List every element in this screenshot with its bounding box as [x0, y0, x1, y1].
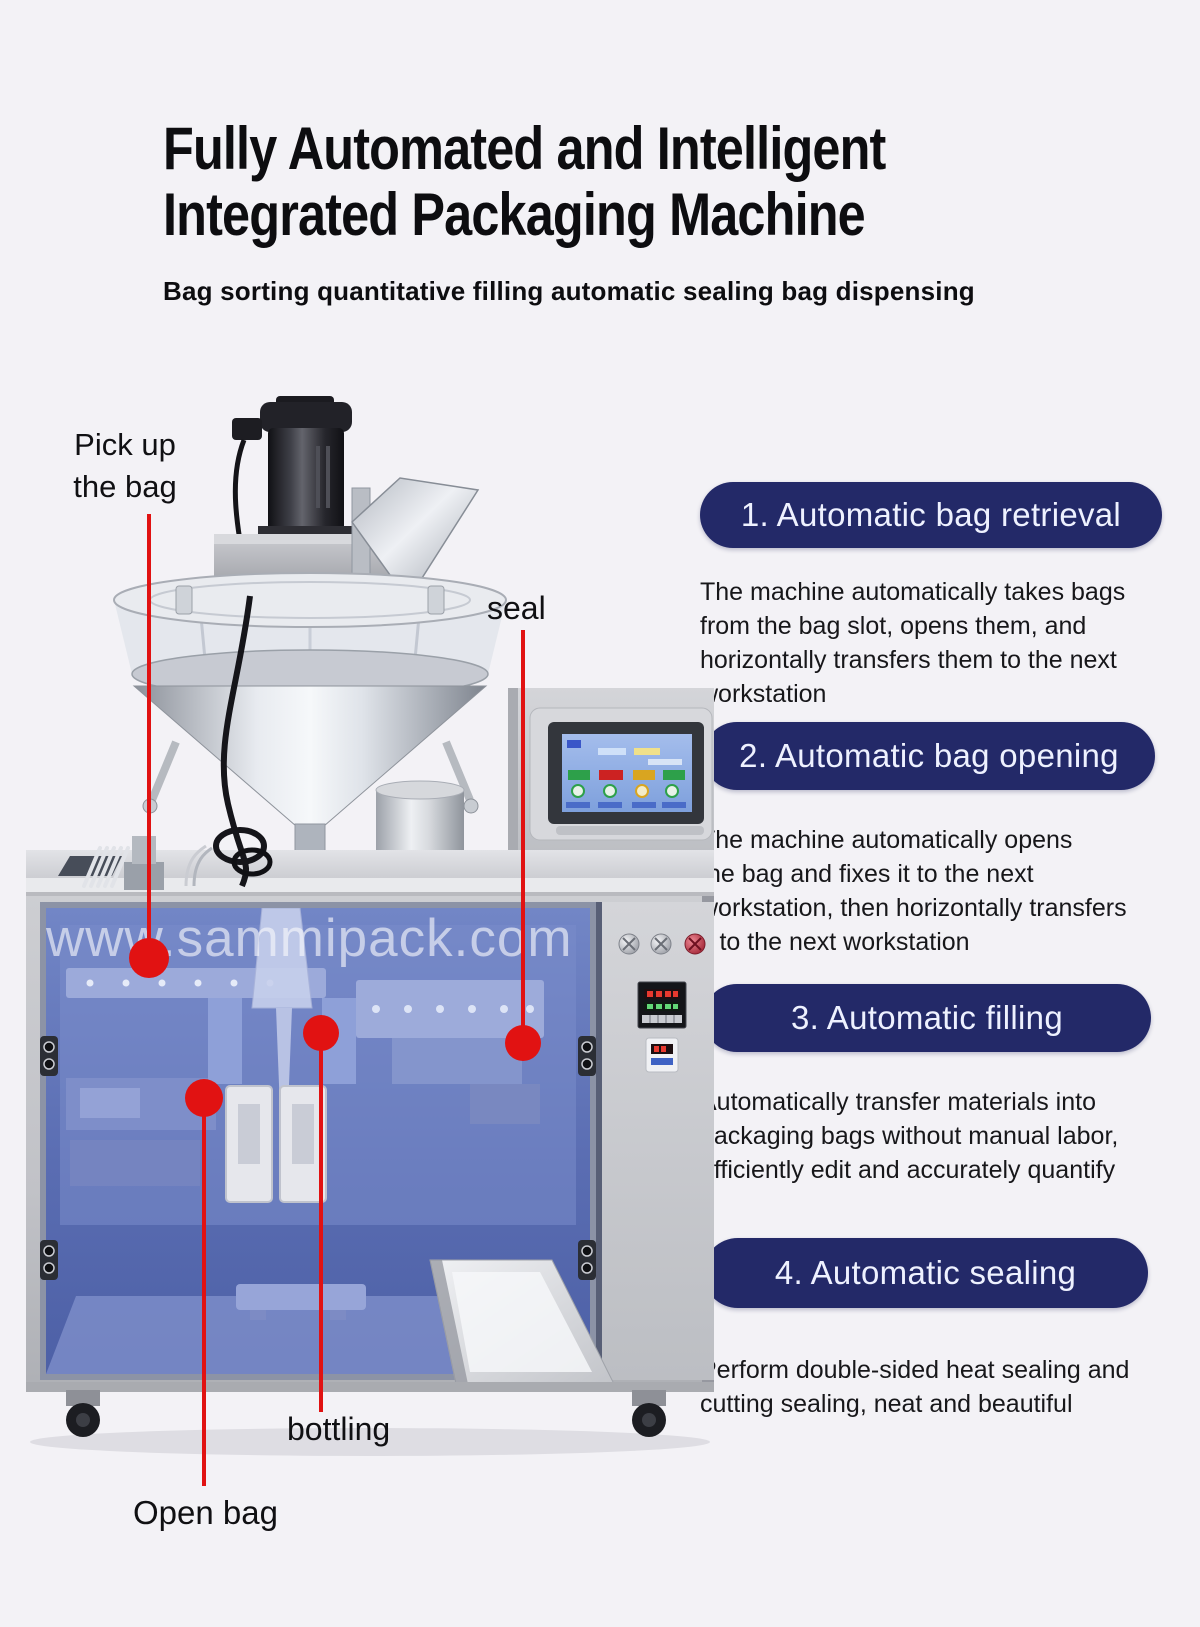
deck	[26, 595, 714, 896]
feature-pill-4: 4. Automatic sealing	[703, 1238, 1148, 1308]
feature-description-3: Automatically transfer materials into pa…	[700, 1088, 1119, 1184]
callout-dot-pick-up	[129, 938, 169, 978]
feature-pill-2-label: 2. Automatic bag opening	[739, 737, 1119, 774]
feature-pill-3-label: 3. Automatic filling	[791, 999, 1063, 1036]
callout-line-open-bag	[202, 1108, 206, 1486]
callout-line-pick-up	[147, 514, 151, 944]
callout-dot-seal	[505, 1025, 541, 1061]
callout-line-bottling	[319, 1045, 323, 1412]
drum	[376, 790, 464, 852]
hmi-console	[508, 688, 714, 858]
label-seal: seal	[487, 590, 546, 626]
label-open-bag: Open bag	[133, 1494, 278, 1531]
label-bottling: bottling	[287, 1411, 391, 1447]
feature-pill-2: 2. Automatic bag opening	[703, 722, 1155, 790]
feature-pill-1-label: 1. Automatic bag retrieval	[740, 496, 1122, 533]
watermark: www.sammipack.com	[46, 909, 573, 968]
output-chute	[429, 1259, 615, 1385]
counter-meter	[645, 1037, 679, 1073]
feature-description-2: The machine automatically opens the bag …	[700, 826, 1127, 956]
window-interior	[46, 908, 590, 1374]
hopper-chute	[351, 477, 480, 602]
label-pick-up-the-bag: Pick up the bag	[73, 427, 177, 504]
cable-coil	[220, 595, 253, 888]
callout-dot-bottling	[303, 1015, 339, 1051]
motor-connector	[232, 418, 262, 440]
caster-wheels	[66, 1390, 666, 1437]
callout-dot-open-bag	[185, 1079, 223, 1117]
feature-pill-3: 3. Automatic filling	[703, 984, 1151, 1052]
bag-rack-fingers	[82, 846, 130, 888]
feature-description-4: Perform double-sided heat sealing and cu…	[700, 1356, 1130, 1418]
auger-filler-assembly	[113, 396, 507, 882]
feature-pill-1: 1. Automatic bag retrieval	[700, 482, 1162, 548]
callout-line-seal	[521, 630, 525, 1032]
cabinet	[26, 892, 714, 1392]
page-subtitle: Bag sorting quantitative filling automat…	[163, 276, 975, 306]
control-panel	[596, 902, 714, 1380]
machine-shadow	[30, 1428, 710, 1456]
feature-pill-4-label: 4. Automatic sealing	[774, 1254, 1077, 1291]
page-title: Fully Automated and Intelligent Integrat…	[163, 115, 886, 249]
feature-description-1: The machine automatically takes bags fro…	[700, 578, 1126, 708]
motor	[268, 428, 344, 532]
window-latches	[40, 1036, 596, 1280]
